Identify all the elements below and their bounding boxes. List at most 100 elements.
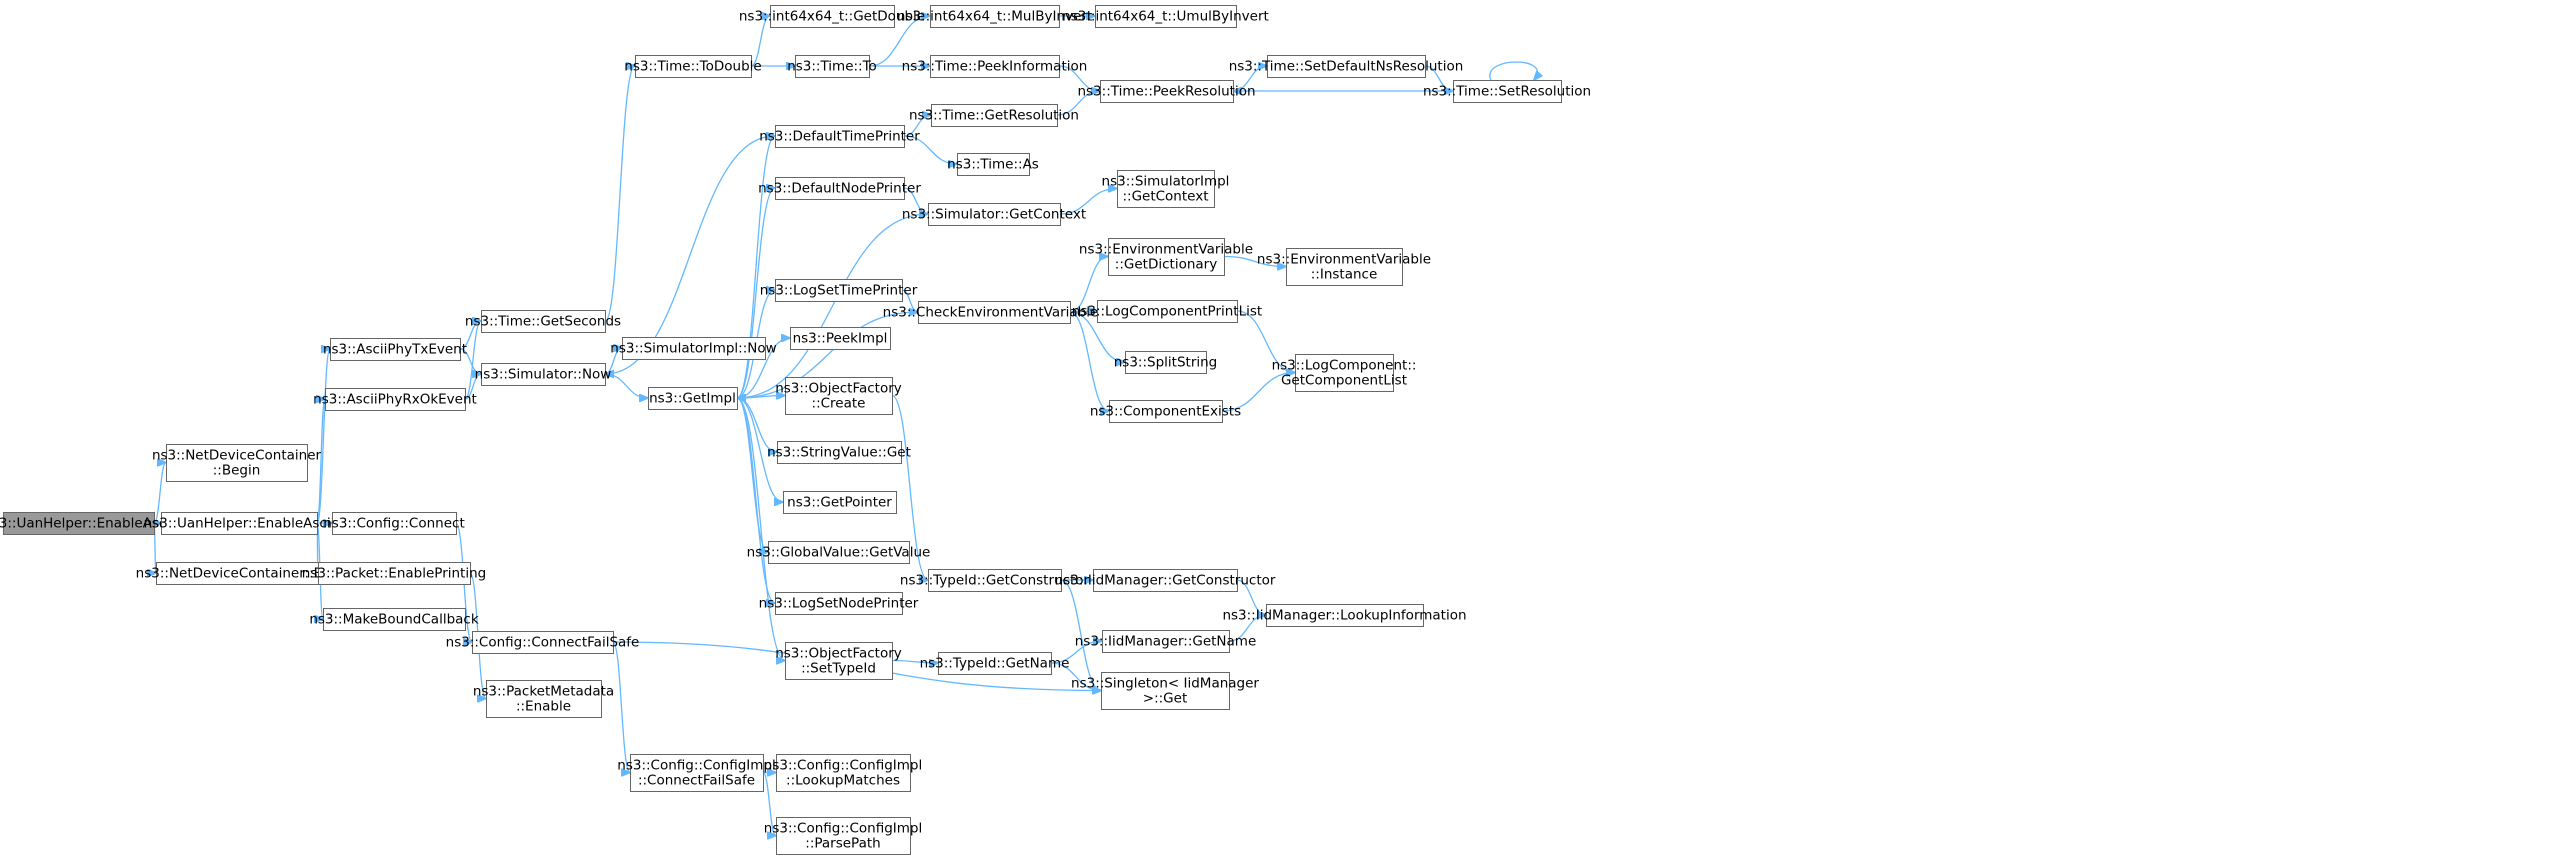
node-cfg-impl-parse[interactable]: ns3::Config::ConfigImpl::ParsePath bbox=[764, 817, 922, 855]
node-log-comp-print-list[interactable]: ns3::LogComponentPrintList bbox=[1072, 300, 1262, 323]
node-umul-by-invert[interactable]: ns3::int64x64_t::UmulByInvert bbox=[1062, 5, 1269, 28]
node-log-set-node-printer[interactable]: ns3::LogSetNodePrinter bbox=[759, 592, 919, 615]
node-get-impl[interactable]: ns3::GetImpl bbox=[648, 387, 738, 410]
node-set-default-ns-res[interactable]: ns3::Time::SetDefaultNsResolution bbox=[1229, 55, 1464, 78]
node-box bbox=[775, 279, 903, 302]
node-box bbox=[161, 512, 318, 535]
node-component-exists[interactable]: ns3::ComponentExists bbox=[1090, 400, 1241, 423]
node-peek-resolution[interactable]: ns3::Time::PeekResolution bbox=[1077, 80, 1256, 103]
node-box bbox=[1093, 569, 1238, 592]
node-box bbox=[776, 817, 911, 855]
node-label: >::Get bbox=[1143, 691, 1187, 707]
node-uan-enable-ascii[interactable]: ns3::UanHelper::EnableAscii bbox=[144, 512, 335, 535]
node-label: ::SetTypeId bbox=[801, 661, 876, 677]
node-to-double[interactable]: ns3::Time::ToDouble bbox=[624, 55, 762, 78]
node-sim-impl-get-context[interactable]: ns3::SimulatorImpl::GetContext bbox=[1102, 170, 1230, 208]
node-label: ns3::Simulator::GetContext bbox=[902, 207, 1086, 223]
node-label: ns3::LogSetNodePrinter bbox=[759, 596, 919, 612]
node-label: ::Instance bbox=[1311, 267, 1378, 283]
node-label: ns3::ObjectFactory bbox=[775, 381, 902, 397]
node-ndc-end[interactable]: ns3::NetDeviceContainer::End bbox=[136, 562, 340, 585]
edge-env-var-get-dict-to-env-var-instance bbox=[1223, 255, 1286, 267]
node-iid-lookup-info[interactable]: ns3::IidManager::LookupInformation bbox=[1222, 604, 1467, 627]
node-box bbox=[481, 310, 606, 333]
node-label: ::ConnectFailSafe bbox=[638, 773, 755, 789]
node-box bbox=[795, 55, 870, 78]
node-box bbox=[318, 562, 471, 585]
edge-component-exists-to-log-comp-get-list bbox=[1221, 373, 1295, 412]
node-get-pointer[interactable]: ns3::GetPointer bbox=[783, 491, 897, 514]
node-time-to[interactable]: ns3::Time::To bbox=[787, 55, 877, 78]
node-ascii-rx[interactable]: ns3::AsciiPhyRxOkEvent bbox=[313, 388, 477, 411]
node-box bbox=[777, 441, 902, 464]
node-box bbox=[768, 541, 910, 564]
node-ndc-begin[interactable]: ns3::NetDeviceContainer::Begin bbox=[152, 444, 322, 482]
node-sim-impl-now[interactable]: ns3::SimulatorImpl::Now bbox=[610, 337, 777, 360]
node-type-id-get-name[interactable]: ns3::TypeId::GetName bbox=[920, 652, 1070, 675]
node-env-var-get-dict[interactable]: ns3::EnvironmentVariable::GetDictionary bbox=[1079, 238, 1253, 276]
node-singleton-get[interactable]: ns3::Singleton< IidManager >::Get bbox=[1071, 672, 1259, 710]
node-check-env-vars[interactable]: ns3::CheckEnvironmentVariables bbox=[883, 301, 1106, 324]
node-label: ns3::int64x64_t::UmulByInvert bbox=[1062, 9, 1269, 25]
node-label: ns3::CheckEnvironmentVariables bbox=[883, 305, 1106, 321]
node-sim-now[interactable]: ns3::Simulator::Now bbox=[475, 363, 612, 386]
node-label: ns3::int64x64_t::GetDouble bbox=[739, 9, 925, 25]
edge-uan-enable-ascii-to-ascii-rx bbox=[317, 399, 325, 524]
node-label: ns3::Time::PeekResolution bbox=[1077, 84, 1255, 100]
node-log-set-time-printer[interactable]: ns3::LogSetTimePrinter bbox=[760, 279, 918, 302]
edge-get-resolution-to-peek-resolution bbox=[1056, 91, 1100, 116]
node-peek-info[interactable]: ns3::Time::PeekInformation bbox=[902, 55, 1088, 78]
node-box bbox=[785, 377, 893, 415]
node-box bbox=[1117, 170, 1215, 208]
edge-def-time-printer-to-get-resolution bbox=[903, 115, 931, 137]
node-cfg-impl-lookup[interactable]: ns3::Config::ConfigImpl::LookupMatches bbox=[764, 754, 922, 792]
node-label: ns3::Time::To bbox=[787, 59, 877, 75]
node-def-time-printer[interactable]: ns3::DefaultTimePrinter bbox=[759, 125, 920, 148]
node-set-resolution[interactable]: ns3::Time::SetResolution bbox=[1423, 80, 1591, 103]
node-box bbox=[1286, 248, 1403, 286]
node-global-val-get[interactable]: ns3::GlobalValue::GetValue bbox=[747, 541, 931, 564]
node-cfg-connect-fs[interactable]: ns3::Config::ConnectFailSafe bbox=[446, 631, 640, 654]
node-split-string[interactable]: ns3::SplitString bbox=[1114, 351, 1218, 374]
node-label: ns3::LogComponent:: bbox=[1272, 358, 1417, 374]
node-cfg-impl-cfs[interactable]: ns3::Config::ConfigImpl::ConnectFailSafe bbox=[617, 754, 776, 792]
node-ascii-tx[interactable]: ns3::AsciiPhyTxEvent bbox=[323, 338, 467, 361]
node-label: ns3::Time::PeekInformation bbox=[902, 59, 1088, 75]
node-sim-get-context[interactable]: ns3::Simulator::GetContext bbox=[902, 203, 1086, 226]
node-label: ::Begin bbox=[213, 463, 261, 479]
edge-get-impl-to-get-pointer bbox=[736, 397, 783, 502]
node-box bbox=[635, 55, 752, 78]
node-cfg-connect[interactable]: ns3::Config::Connect bbox=[323, 512, 465, 535]
node-label: ns3::Time::ToDouble bbox=[624, 59, 761, 75]
node-make-bound[interactable]: ns3::MakeBoundCallback bbox=[309, 608, 479, 631]
node-mul-by-invert[interactable]: ns3::int64x64_t::MulByInvert bbox=[897, 5, 1092, 28]
node-type-id-get-ctor[interactable]: ns3::TypeId::GetConstructor bbox=[900, 569, 1090, 592]
node-box bbox=[1125, 351, 1207, 374]
node-log-comp-get-list[interactable]: ns3::LogComponent::GetComponentList bbox=[1272, 354, 1417, 392]
node-time-as[interactable]: ns3::Time::As bbox=[947, 153, 1039, 176]
edge-check-env-vars-to-split-string bbox=[1069, 311, 1125, 362]
node-pkt-meta-enable[interactable]: ns3::PacketMetadata::Enable bbox=[473, 680, 614, 718]
node-int64-get-double[interactable]: ns3::int64x64_t::GetDouble bbox=[739, 5, 925, 28]
node-iid-get-ctor[interactable]: ns3::IidManager::GetConstructor bbox=[1055, 569, 1276, 592]
node-box bbox=[790, 327, 891, 350]
node-enable-ascii-root[interactable]: ns3::UanHelper::EnableAscii bbox=[0, 512, 174, 535]
node-obj-fact-set-type-id[interactable]: ns3::ObjectFactory::SetTypeId bbox=[775, 642, 902, 680]
node-get-resolution[interactable]: ns3::Time::GetResolution bbox=[909, 104, 1079, 127]
edge-uan-enable-ascii-to-ascii-tx bbox=[316, 349, 330, 524]
nodes-layer: ns3::UanHelper::EnableAsciins3::NetDevic… bbox=[0, 5, 1591, 855]
node-get-seconds[interactable]: ns3::Time::GetSeconds bbox=[465, 310, 621, 333]
node-iid-get-name[interactable]: ns3::IidManager::GetName bbox=[1075, 630, 1257, 653]
node-box bbox=[938, 652, 1052, 675]
node-env-var-instance[interactable]: ns3::EnvironmentVariable::Instance bbox=[1257, 248, 1431, 286]
node-obj-fact-create[interactable]: ns3::ObjectFactory::Create bbox=[775, 377, 902, 415]
node-box bbox=[1097, 300, 1238, 323]
node-label: ns3::DefaultNodePrinter bbox=[758, 181, 921, 197]
node-pkt-enable[interactable]: ns3::Packet::EnablePrinting bbox=[302, 562, 486, 585]
node-def-node-printer[interactable]: ns3::DefaultNodePrinter bbox=[758, 177, 921, 200]
node-box bbox=[928, 569, 1062, 592]
node-label: ns3::Simulator::Now bbox=[475, 367, 612, 383]
node-peek-impl[interactable]: ns3::PeekImpl bbox=[790, 327, 891, 350]
node-str-val-get[interactable]: ns3::StringValue::Get bbox=[767, 441, 911, 464]
